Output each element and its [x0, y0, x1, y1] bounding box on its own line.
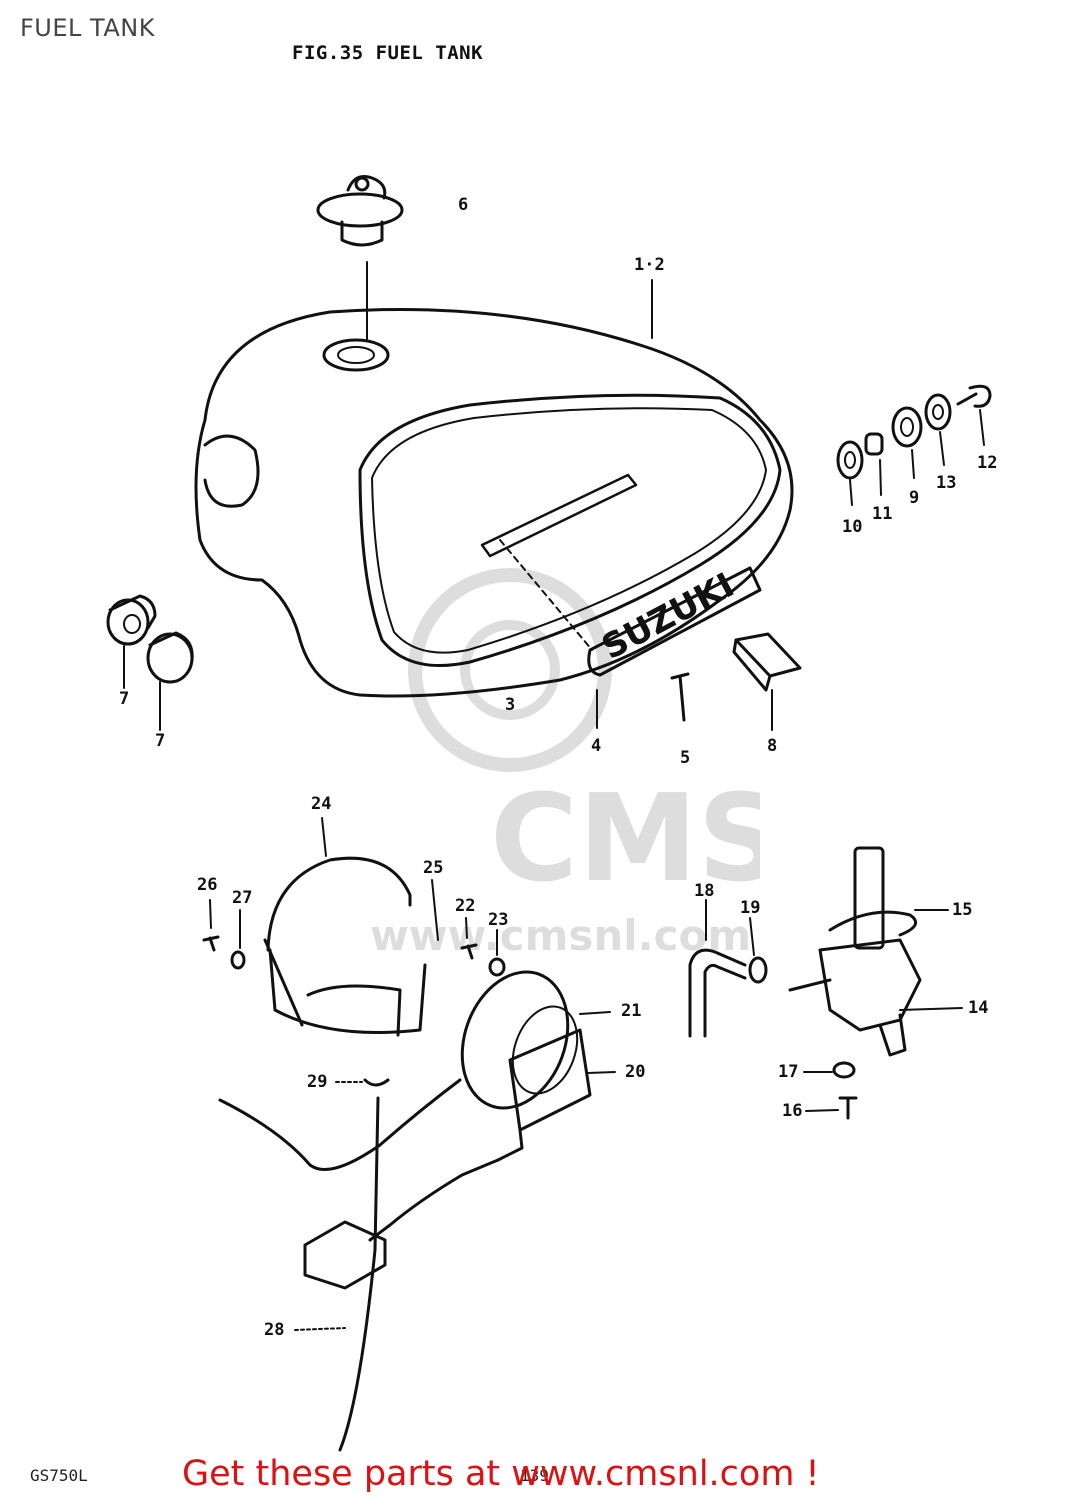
part-emblem: [587, 566, 762, 677]
page-number: 139: [520, 1466, 549, 1485]
callout-4: 4: [591, 736, 602, 756]
part-fuel-hose: [688, 948, 768, 1038]
part-gauge-bracket: [263, 856, 427, 1037]
callout-15: 15: [952, 900, 973, 920]
callout-26: 26: [197, 875, 218, 895]
callout-1-2: 1·2: [634, 255, 665, 275]
callout-16: 16: [782, 1101, 803, 1121]
parts-link[interactable]: Get these parts at www.cmsnl.com !: [182, 1454, 820, 1494]
callout-13: 13: [936, 473, 957, 493]
callout-14: 14: [968, 998, 989, 1018]
callout-19: 19: [740, 898, 761, 918]
callout-27: 27: [232, 888, 253, 908]
watermark-text: CMS: [490, 770, 760, 909]
callout-8: 8: [767, 736, 778, 756]
figure-title: FIG.35 FUEL TANK: [292, 42, 484, 64]
watermark-url: www.cmsnl.com: [370, 911, 751, 960]
part-fuel-gauge-unit: [460, 970, 592, 1162]
callout-17: 17: [778, 1062, 799, 1082]
part-fuel-tank: [194, 307, 794, 698]
emblem-text: SUZUKI: [595, 565, 740, 668]
callout-24: 24: [311, 794, 332, 814]
part-rubber-dampers: [106, 594, 194, 684]
callout-6: 6: [458, 195, 469, 215]
callout-23: 23: [488, 910, 509, 930]
callout-10: 10: [842, 517, 863, 537]
callout-18: 18: [694, 881, 715, 901]
callout-5: 5: [680, 748, 691, 768]
cms-watermark: CMS www.cmsnl.com: [370, 568, 760, 960]
callout-22: 22: [455, 896, 476, 916]
callout-7b: 7: [155, 731, 166, 751]
callout-28: 28: [264, 1320, 285, 1340]
part-cushion: [732, 632, 802, 692]
model-code: GS750L: [30, 1466, 88, 1485]
callout-12: 12: [977, 453, 998, 473]
callout-25: 25: [423, 858, 444, 878]
part-screw: [670, 672, 690, 722]
callout-7a: 7: [119, 689, 130, 709]
part-fuel-cap: [316, 175, 404, 247]
page-title: FUEL TANK: [20, 14, 155, 42]
part-fuel-cock: [788, 846, 922, 1120]
callout-20: 20: [625, 1062, 646, 1082]
part-small-screws: [202, 935, 506, 977]
callout-29: 29: [307, 1072, 328, 1092]
callout-9: 9: [909, 488, 920, 508]
callout-11: 11: [872, 504, 893, 524]
callout-3: 3: [505, 695, 516, 715]
part-mounting-hardware: [836, 384, 992, 480]
callout-21: 21: [621, 1001, 642, 1021]
part-wiring-harness: [218, 1078, 500, 1452]
